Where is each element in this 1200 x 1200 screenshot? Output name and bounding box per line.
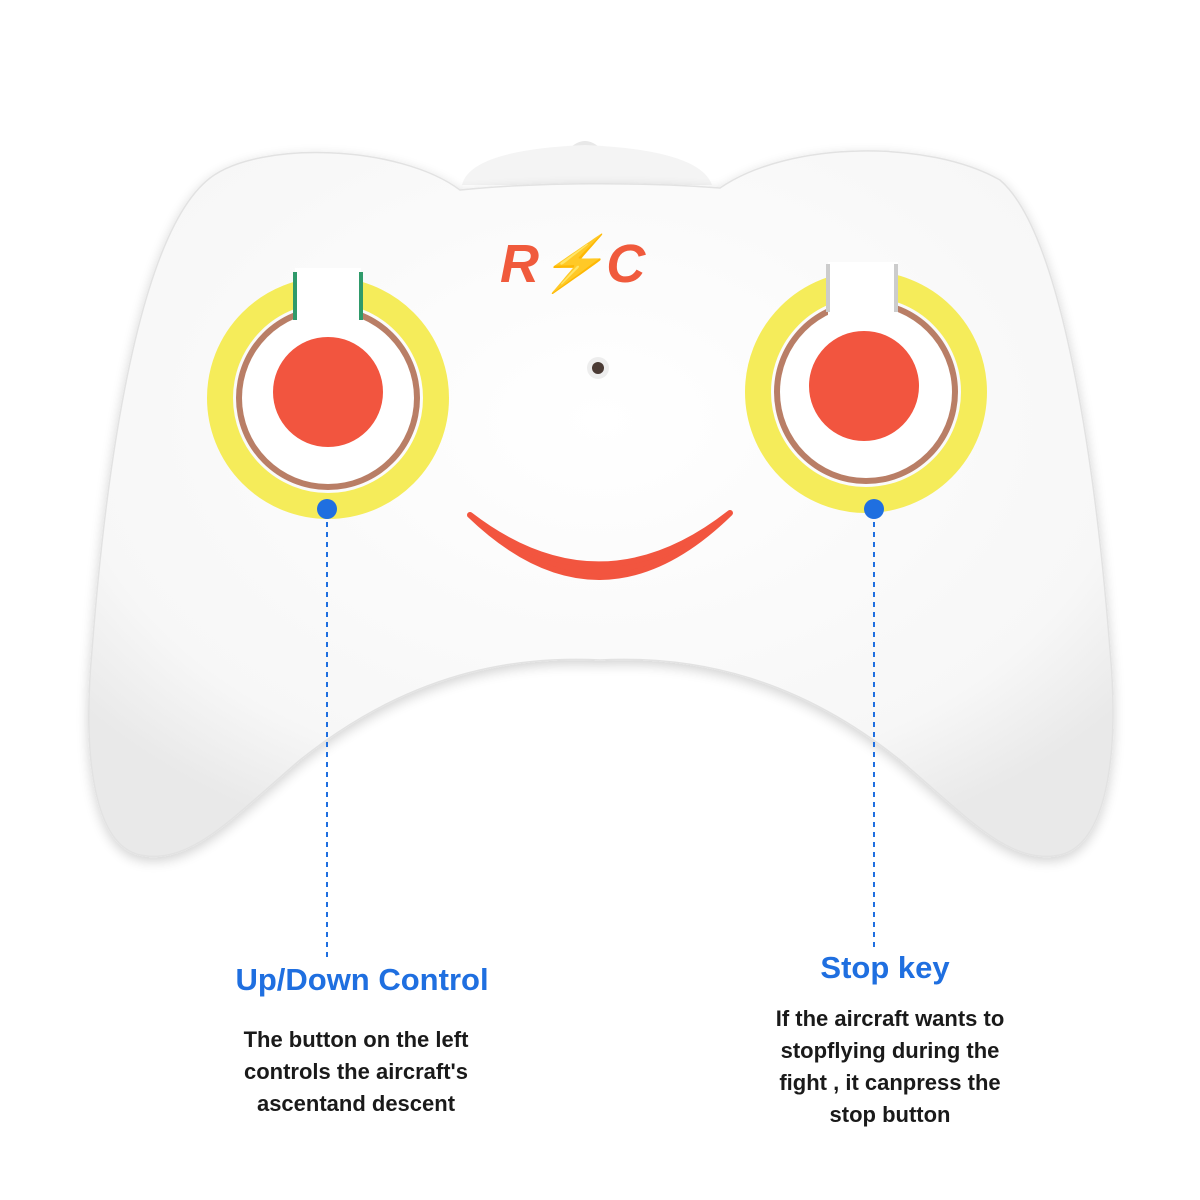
right-stick-cap[interactable] [809, 331, 919, 441]
up-down-control-title: Up/Down Control [235, 962, 489, 997]
description-line: If the aircraft wants to [775, 1006, 1005, 1031]
right-callout-marker [864, 499, 884, 948]
description-line: stopflying during the [780, 1038, 1000, 1063]
smile-decoration [467, 510, 733, 580]
antenna-bump [462, 141, 712, 185]
brand-logo: R⚡C [500, 233, 646, 296]
left-callout-marker [317, 499, 337, 958]
up-down-control-description: The button on the left controls the airc… [206, 1024, 506, 1120]
description-line: The button on the left [243, 1027, 469, 1052]
description-line: fight , it canpress the [779, 1070, 1001, 1095]
power-indicator-light [587, 357, 609, 379]
stop-key-description: If the aircraft wants to stopflying duri… [740, 1003, 1040, 1131]
description-line: stop button [829, 1102, 951, 1127]
right-joystick[interactable] [745, 262, 987, 513]
stop-key-title: Stop key [820, 950, 950, 985]
left-joystick[interactable] [207, 268, 449, 519]
description-line: ascentand descent [256, 1091, 456, 1116]
left-stick-cap[interactable] [273, 337, 383, 447]
svg-text:R⚡C: R⚡C [500, 233, 646, 296]
description-line: controls the aircraft's [243, 1059, 469, 1084]
